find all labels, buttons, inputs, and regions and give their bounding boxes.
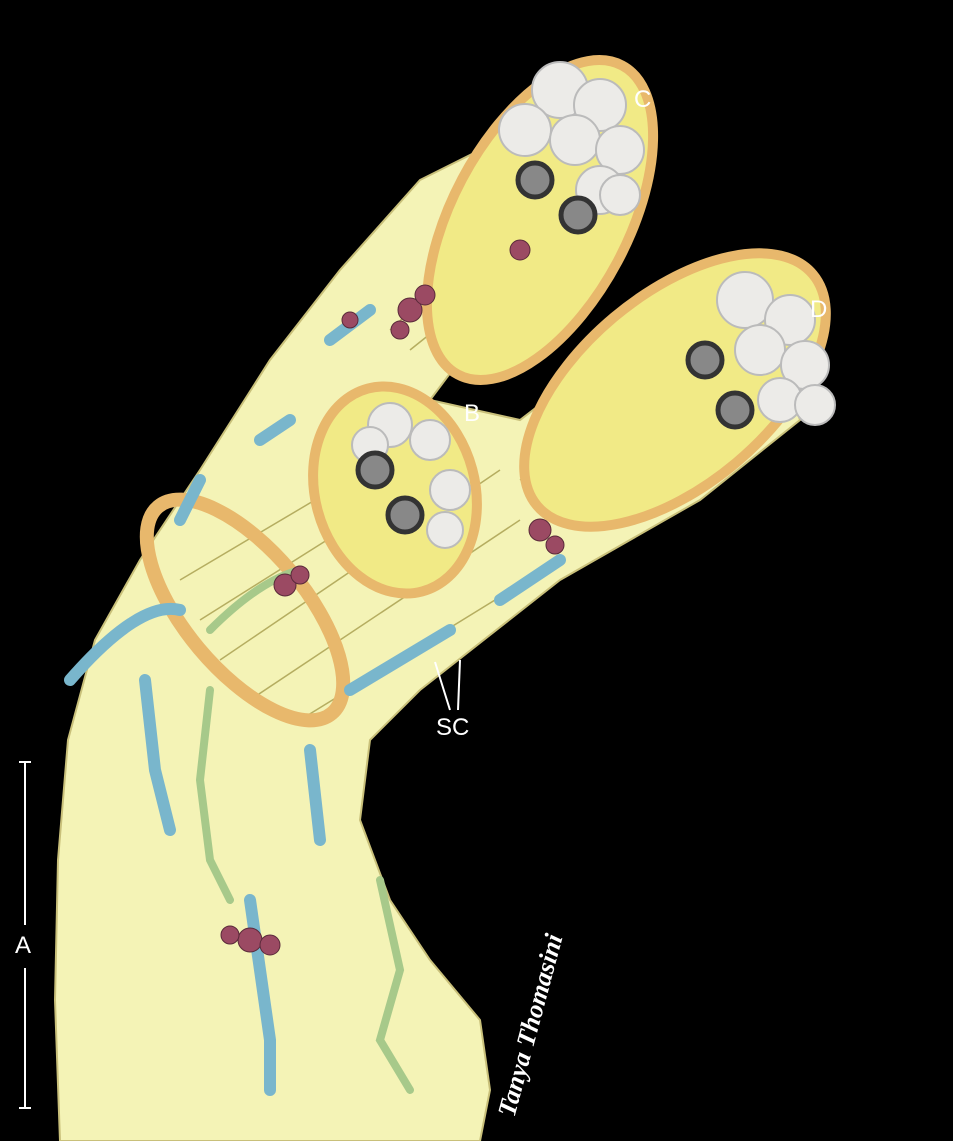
label-a: A	[15, 934, 31, 958]
label-b: B	[464, 402, 480, 426]
label-d: D	[810, 298, 827, 322]
label-sc: SC	[436, 716, 469, 740]
label-c: C	[634, 88, 651, 112]
